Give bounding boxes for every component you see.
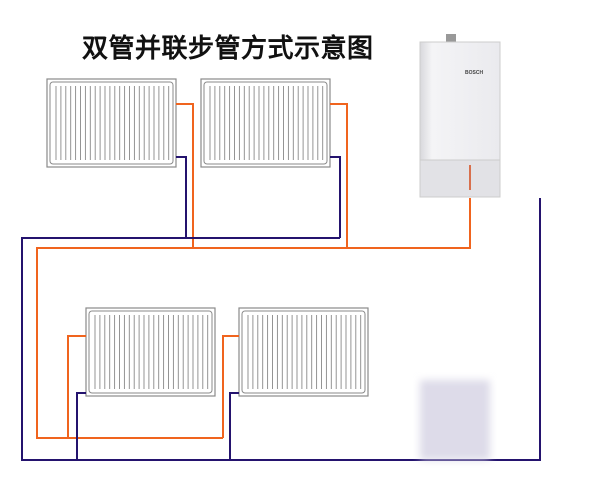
radiator-upper-left [46,78,177,168]
pipe-return-r2 [330,156,341,238]
watermark-blur [420,380,490,460]
pipe-supply-r2 [330,103,348,248]
pipe-supply-r1 [176,103,194,248]
boiler-body [419,41,501,161]
pipe-return-r4 [229,392,239,460]
radiator-lower-right [238,307,369,397]
radiator-lower-left [85,307,216,397]
pipe-return-main [21,198,541,461]
pipe-supply-r4 [222,335,239,438]
boiler-brand-logo: BOSCH [465,70,484,76]
radiator-upper-right [200,78,331,168]
pipe-return-r1 [176,156,187,238]
boiler-lower-panel [419,159,501,198]
pipe-supply-r3 [67,335,86,438]
pipe-supply-main [36,198,471,439]
pipe-return-r3 [76,392,86,460]
boiler-flue [446,34,456,43]
diagram-title: 双管并联步管方式示意图 [82,34,374,64]
boiler [419,34,501,198]
